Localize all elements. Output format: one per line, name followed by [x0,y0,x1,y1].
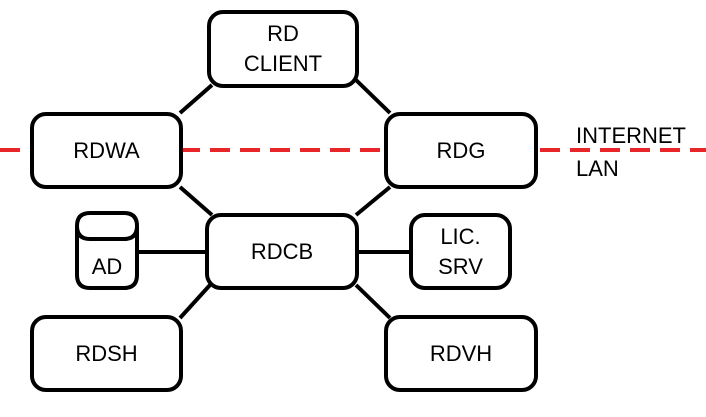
connector-rdclient-rdwa [178,83,214,115]
rdsh-node: RDSH [30,315,183,392]
connector-rdg-rdcb [354,185,392,217]
rd-client-node: RD CLIENT [207,10,359,88]
ad-database-cylinder [75,211,139,290]
connector-rdclient-rdg [354,78,392,115]
internet-zone-label: INTERNET [576,123,686,148]
rdwa-node: RDWA [30,112,183,189]
rdvh-node: RDVH [384,315,538,392]
connector-rdcb-rdvh [354,283,392,320]
lic-srv-node: LIC. SRV [409,213,512,290]
connector-rdcb-rdsh [178,283,212,320]
ad-label: AD [91,254,123,279]
rdg-node: RDG [384,112,538,189]
rdcb-node: RDCB [205,213,359,290]
lan-zone-label: LAN [576,156,619,181]
connector-rdwa-rdcb [178,185,214,217]
